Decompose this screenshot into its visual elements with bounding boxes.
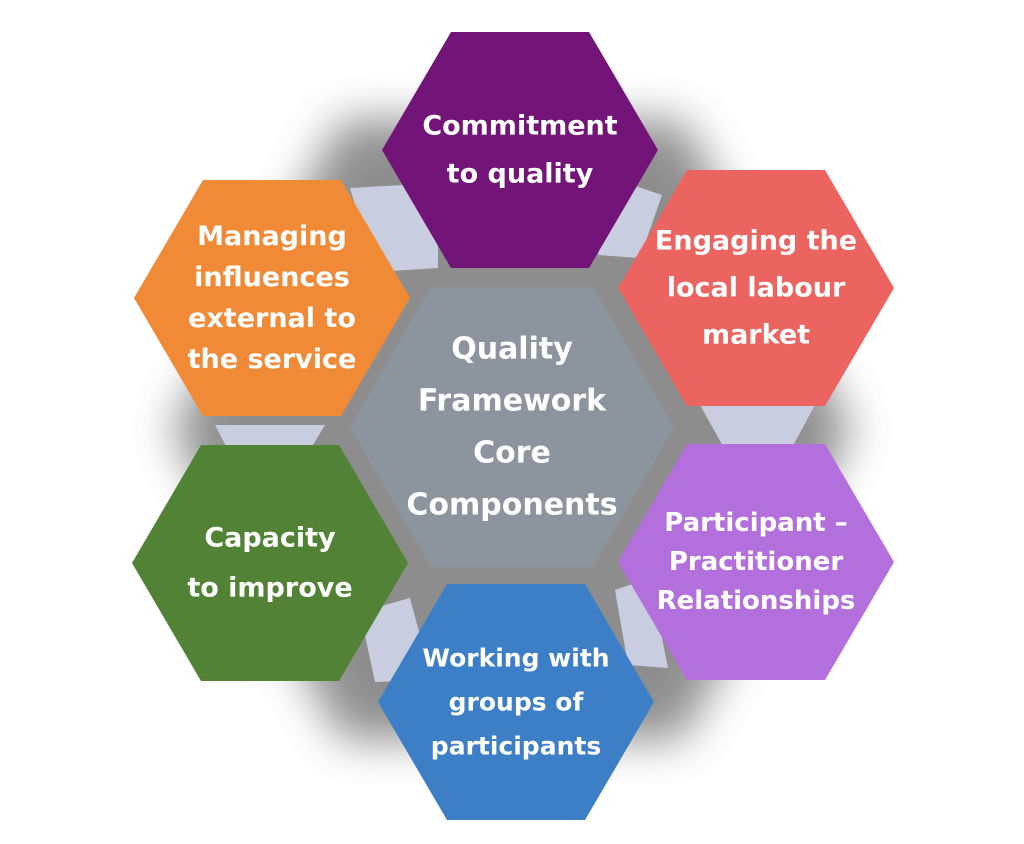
hexagon-managing-label-line: influences: [194, 262, 350, 293]
hexagon-managing-label-line: Managing: [197, 221, 347, 252]
hexagon-center-label-line: Components: [406, 488, 617, 523]
hexagon-managing-label-line: external to: [188, 303, 356, 334]
hexagon-engaging-label-line: market: [702, 320, 810, 351]
hexagon-center-label-line: Framework: [418, 384, 607, 419]
hexagon-center-shape: [350, 287, 674, 567]
hexagon-participant-label-line: Practitioner: [669, 547, 844, 577]
hexagon-engaging-shape: [618, 170, 894, 406]
hexagon-working: Working with groups of participants: [378, 584, 654, 820]
hexagon-commitment-shape: [382, 32, 658, 268]
hexagon-working-label-line: participants: [431, 732, 601, 761]
connector-tab-3: [700, 405, 815, 455]
connector-tab-6: [215, 425, 325, 450]
connector-tab-4: [615, 578, 668, 668]
connector-layer: [215, 178, 815, 682]
hexagon-participant-shape: [618, 444, 894, 680]
hexagon-engaging-label-line: local labour: [667, 273, 846, 304]
hexagon-capacity-label-line: to improve: [187, 573, 352, 604]
hexagon-center-label-line: Core: [473, 436, 551, 471]
hexagon-managing-label-line: the service: [188, 344, 357, 375]
hexagon-capacity-shape: [132, 445, 408, 681]
hexagon-managing-shape: [134, 180, 410, 416]
hexagon-center-label-line: Quality: [451, 332, 573, 367]
hexagon-capacity-label-line: Capacity: [204, 523, 336, 554]
hexagon-participant-label-line: Relationships: [657, 586, 856, 616]
hexagon-engaging: Engaging the local labour market: [618, 170, 894, 406]
hexagon-working-label-line: groups of: [449, 688, 585, 717]
hexagon-commitment-label-line: Commitment: [422, 111, 617, 142]
hexagon-commitment-label-line: to quality: [447, 159, 594, 190]
hexagon-engaging-label-line: Engaging the: [655, 226, 857, 257]
hexagon-managing: Managing influences external to the service: [134, 180, 410, 416]
hexagon-working-shape: [378, 584, 654, 820]
hexagon-working-label-line: Working with: [422, 644, 609, 673]
hexagon-participant-label-line: Participant –: [664, 508, 848, 538]
hexagon-capacity: Capacity to improve: [132, 445, 408, 681]
hexagon-commitment: Commitment to quality: [382, 32, 658, 268]
